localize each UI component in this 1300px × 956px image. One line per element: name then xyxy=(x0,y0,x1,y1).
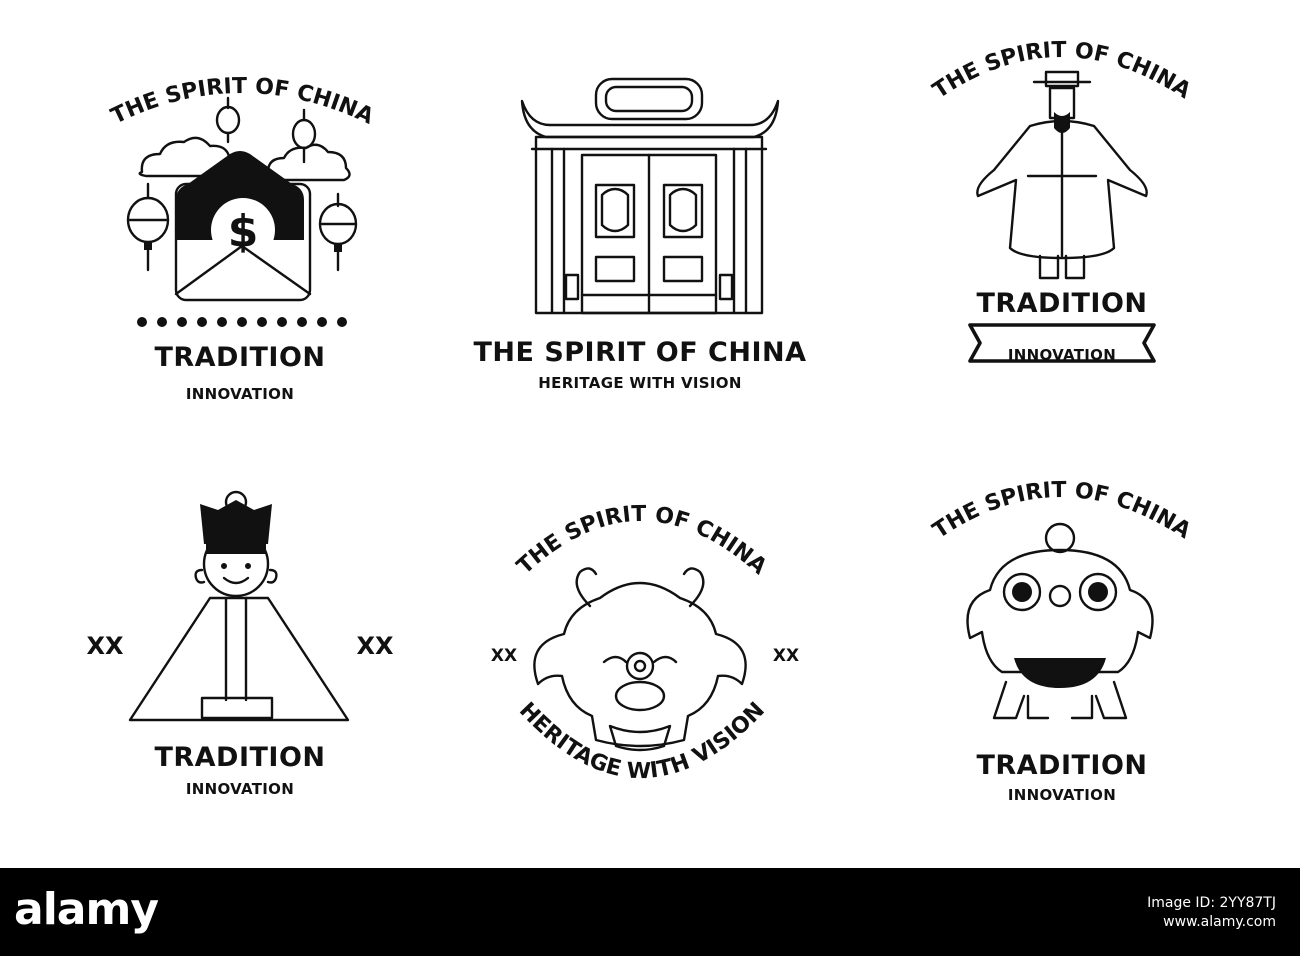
right-mark: XX xyxy=(772,646,800,666)
chinese-gate-icon xyxy=(520,77,780,315)
stock-footer: alamy Image ID: 2YY87TJ www.alamy.com xyxy=(0,868,1300,956)
red-envelope-lanterns-icon: THE SPIRIT OF CHINA $ xyxy=(107,74,377,327)
badge-subtitle: INNOVATION xyxy=(1007,786,1117,804)
right-mark: XX xyxy=(356,632,394,660)
footer-meta: Image ID: 2YY87TJ www.alamy.com xyxy=(1147,894,1276,932)
alamy-logo: alamy xyxy=(14,884,159,935)
badge-envelope: THE SPIRIT OF CHINA $ xyxy=(90,74,400,410)
badge-subtitle: INNOVATION xyxy=(185,385,295,403)
badge-scholar: XX XX TRADITION INNOVATION xyxy=(70,480,410,810)
scholar-figure-icon xyxy=(128,490,350,722)
badge-lion: THE SPIRIT OF CHINA TRADITION INNOVATION xyxy=(910,460,1210,810)
lion-dance-icon: THE SPIRIT OF CHINA xyxy=(929,478,1195,720)
badge-dragon: THE SPIRIT OF CHINA HERITAGE WITH VISION… xyxy=(470,470,830,830)
logo-sheet: THE SPIRIT OF CHINA $ xyxy=(70,20,1210,830)
arc-title-top: THE SPIRIT OF CHINA xyxy=(512,502,771,580)
badge-title: TRADITION xyxy=(976,750,1148,781)
badge-subtitle: HERITAGE WITH VISION xyxy=(538,374,742,392)
badge-official: THE SPIRIT OF CHINA TRADITION INNOVATION xyxy=(910,20,1210,390)
footer-url: www.alamy.com xyxy=(1163,914,1276,930)
badge-subtitle: INNOVATION xyxy=(185,780,295,798)
badge-title: TRADITION xyxy=(154,342,326,373)
dollar-sign: $ xyxy=(228,206,259,257)
dragon-head-icon: THE SPIRIT OF CHINA HERITAGE WITH VISION xyxy=(512,502,771,784)
badge-gate: THE SPIRIT OF CHINA HERITAGE WITH VISION xyxy=(470,75,830,395)
badge-title: THE SPIRIT OF CHINA xyxy=(473,337,807,368)
dotted-divider xyxy=(137,317,347,327)
badge-subtitle: INNOVATION xyxy=(1007,346,1117,364)
badge-title: TRADITION xyxy=(976,288,1148,319)
badge-title: TRADITION xyxy=(154,742,326,773)
image-id: Image ID: 2YY87TJ xyxy=(1147,895,1276,911)
chinese-official-icon: THE SPIRIT OF CHINA xyxy=(929,38,1195,363)
left-mark: XX xyxy=(86,632,124,660)
left-mark: XX xyxy=(490,646,518,666)
arc-title: THE SPIRIT OF CHINA xyxy=(929,478,1195,544)
arc-title: THE SPIRIT OF CHINA xyxy=(107,74,377,130)
